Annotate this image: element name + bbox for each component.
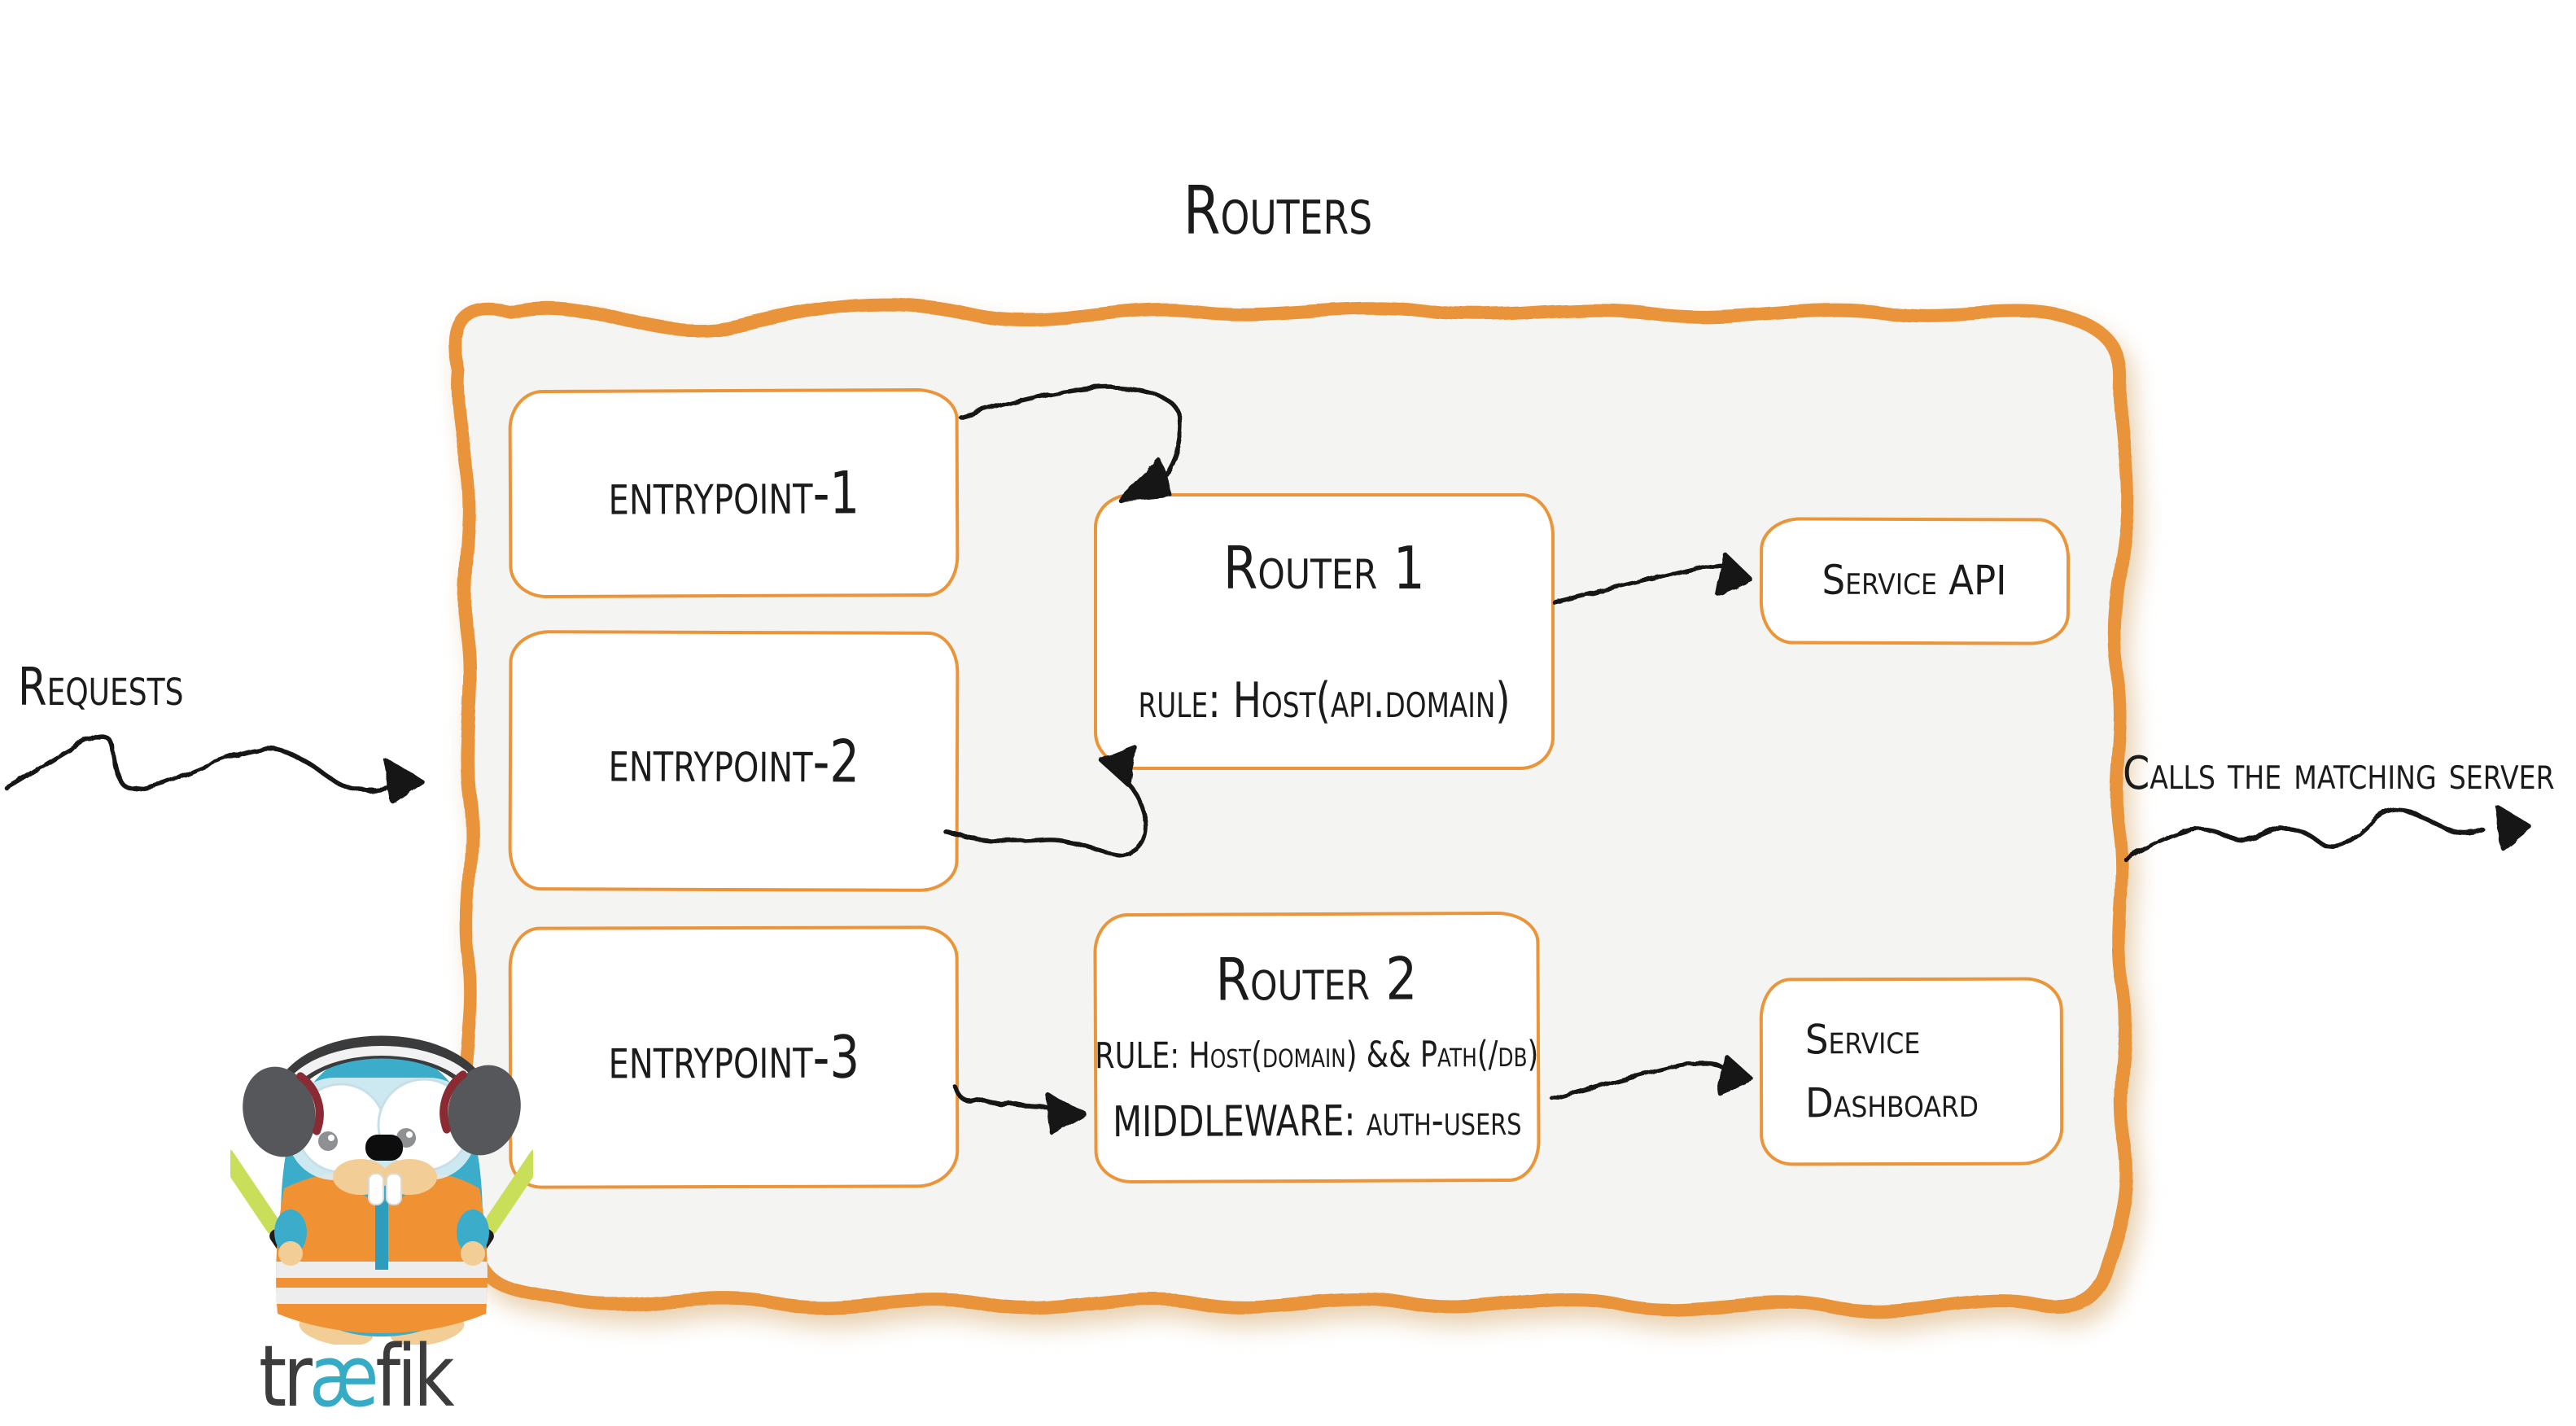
traefik-gopher-icon <box>230 1035 533 1345</box>
page-title: Routers <box>1183 173 1373 250</box>
router-1-name: Router 1 <box>1223 534 1425 602</box>
service-dashboard-box: Service Dashboard <box>1759 977 2064 1166</box>
entrypoint-3-box: entrypoint-3 <box>508 925 960 1189</box>
router-1-box: Router 1 rule: Host(api.domain) <box>1094 493 1555 770</box>
entrypoint-1-box: entrypoint-1 <box>508 387 960 599</box>
traefik-wordmark: træfik <box>259 1327 455 1426</box>
entrypoint-1-label: entrypoint-1 <box>608 458 859 528</box>
calls-matching-server-label: Calls the matching server <box>2123 747 2555 800</box>
router-2-middleware: MIDDLEWARE: auth-users <box>1113 1096 1522 1148</box>
wordmark-start: tr <box>259 1327 313 1426</box>
service-api-label: Service API <box>1822 556 2008 605</box>
service-api-box: Service API <box>1759 517 2071 645</box>
entrypoint-3-label: entrypoint-3 <box>608 1022 859 1092</box>
router-2-box: Router 2 RULE: Host(domain) && Path(/db)… <box>1093 911 1541 1184</box>
wordmark-end: fik <box>375 1327 454 1426</box>
router-2-name: Router 2 <box>1215 944 1418 1014</box>
entrypoint-2-label: entrypoint-2 <box>608 726 859 796</box>
router-2-rule: RULE: Host(domain) && Path(/db) <box>1095 1033 1539 1078</box>
requests-label: Requests <box>18 658 184 718</box>
router-1-rule: rule: Host(api.domain) <box>1138 672 1511 729</box>
service-dashboard-label: Service Dashboard <box>1804 1015 1979 1126</box>
wordmark-ae: æ <box>308 1327 379 1426</box>
entrypoint-2-box: entrypoint-2 <box>508 630 960 892</box>
